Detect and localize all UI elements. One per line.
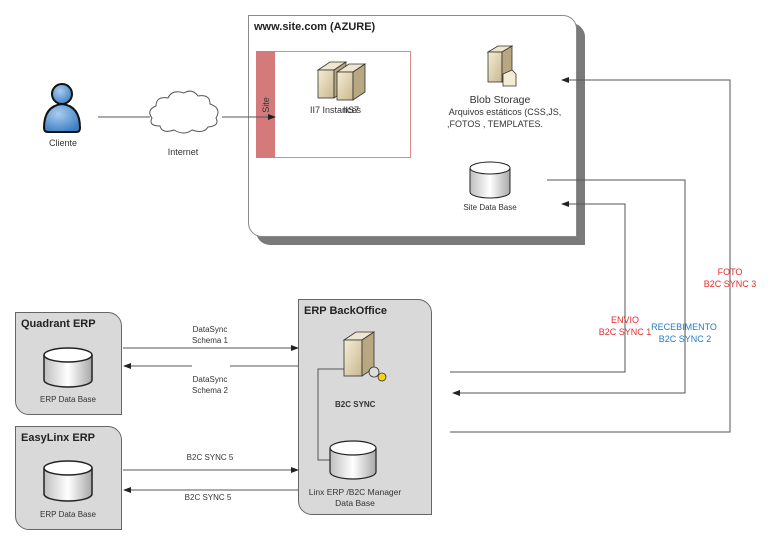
easylinx-db-label: ERP Data Base	[40, 510, 96, 519]
backoffice-db-label-1: Linx ERP /B2C Manager	[308, 487, 402, 497]
recebimento-label-2: B2C SYNC 2	[658, 334, 712, 344]
erp-backoffice-title: ERP BackOffice	[304, 305, 387, 317]
recebimento-b2c-sync2-arrow	[452, 179, 686, 396]
datasync-schema1-label-2: Schema 1	[191, 336, 229, 345]
envio-label-2: B2C SYNC 1	[598, 327, 652, 337]
blob-storage-desc-1: Arquivos estáticos (CSS,JS,	[448, 107, 562, 117]
b2c-sync5-from-label: B2C SYNC 5	[184, 493, 232, 502]
envio-b2c-sync1-arrow	[450, 201, 626, 373]
azure-title: www.site.com (AZURE)	[254, 21, 376, 33]
quadrant-db-label: ERP Data Base	[40, 395, 96, 404]
blob-storage-title: Blob Storage	[469, 94, 531, 106]
iis-instances-label: II7 Instances	[310, 105, 362, 115]
envio-label-1: ENVIO	[610, 315, 639, 325]
foto-label-1: FOTO	[717, 267, 743, 277]
quadrant-database-icon	[43, 347, 93, 388]
easylinx-database-icon	[43, 460, 93, 502]
site-database-icon	[469, 161, 511, 199]
backoffice-db-label-2: Data Base	[335, 498, 375, 508]
foto-label-2: B2C SYNC 3	[703, 279, 757, 289]
site-band	[256, 51, 275, 158]
gear-icon	[368, 366, 380, 378]
datasync-schema2-label-1: DataSync	[192, 375, 228, 384]
cloud-icon	[149, 90, 219, 134]
client-label: Cliente	[48, 138, 77, 148]
internet-label: Internet	[167, 147, 199, 157]
foto-b2c-sync3-arrow	[450, 77, 731, 433]
blob-storage-desc-2: ,FOTOS , TEMPLATES.	[446, 119, 544, 129]
quadrant-erp-title: Quadrant ERP	[21, 318, 96, 330]
easylinx-erp-title: EasyLinx ERP	[21, 432, 95, 444]
gear-icon	[377, 372, 387, 382]
b2c-sync-label: B2C SYNC	[335, 400, 376, 409]
person-icon	[42, 83, 82, 133]
recebimento-label-1: RECEBIMENTO	[651, 322, 717, 332]
backoffice-database-icon	[329, 440, 377, 480]
b2c-sync-db-link	[317, 368, 368, 461]
blob-storage-icon	[486, 45, 517, 87]
site-db-label: Site Data Base	[463, 203, 517, 212]
b2c-sync5-to-label: B2C SYNC 5	[186, 453, 234, 462]
b2c-sync-server-icon	[342, 331, 387, 382]
iis7-label: IIS7	[343, 105, 360, 115]
datasync-schema1-label-1: DataSync	[192, 325, 228, 334]
iis-servers-icon	[316, 61, 367, 101]
datasync-schema2-label-2: Schema 2	[191, 386, 229, 395]
